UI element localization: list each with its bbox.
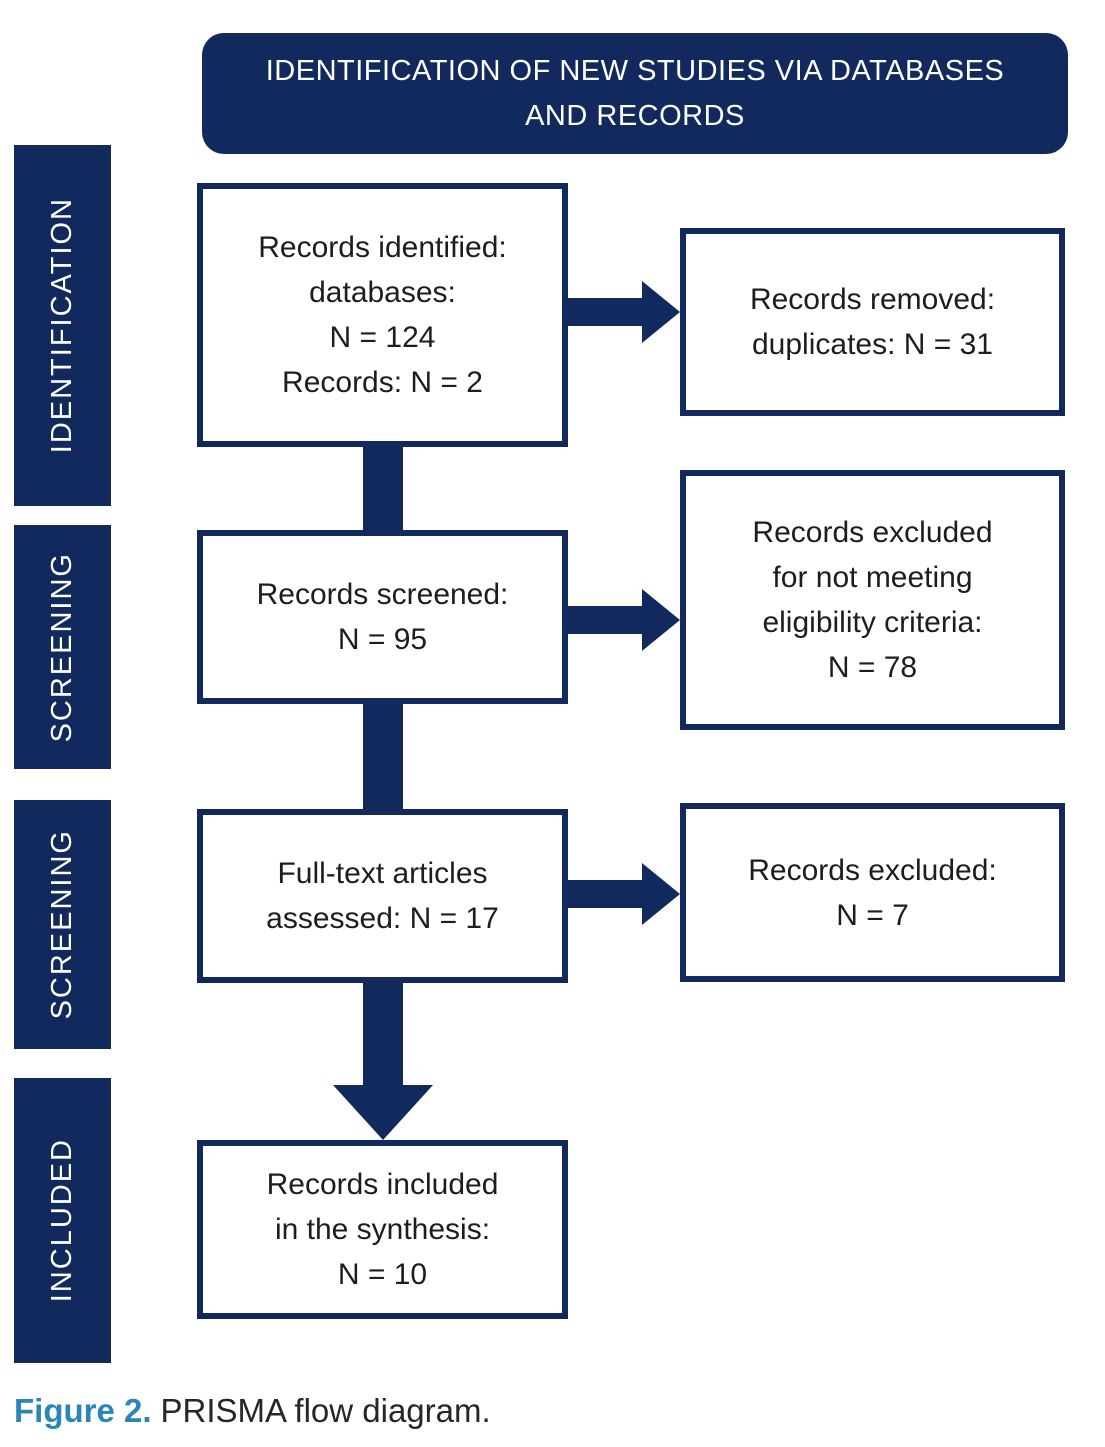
flow-box-line: for not meeting (772, 561, 973, 594)
stage-bar-screening-1: SCREENING (14, 525, 111, 769)
flow-box-line: Records excluded: (748, 853, 997, 887)
flow-box-records-screened: Records screened: N = 95 (197, 530, 568, 704)
arrow-right-icon-3 (642, 863, 680, 925)
arrow-right-icon-2 (642, 589, 680, 651)
connector-right-2 (566, 606, 644, 634)
flow-box-line: Records identified: (258, 231, 507, 264)
flow-box-line: eligibility criteria: (762, 606, 983, 639)
stage-label-screening-2: SCREENING (46, 829, 78, 1020)
diagram-title-banner: IDENTIFICATION OF NEW STUDIES VIA DATABA… (202, 33, 1068, 154)
flow-box-line: Records included (266, 1168, 499, 1201)
flow-box-records-excluded-eligibility: Records excluded for not meeting eligibi… (680, 470, 1065, 730)
flow-box-line: Records: N = 2 (282, 366, 483, 399)
figure-caption: Figure 2.PRISMA flow diagram. (14, 1390, 491, 1431)
flow-box-line: databases: (309, 276, 456, 309)
flow-box-line: N = 95 (337, 623, 428, 656)
connector-right-1 (566, 298, 644, 326)
stage-label-screening-1: SCREENING (46, 551, 78, 743)
flow-box-records-identified: Records identified: databases: N = 124 R… (197, 183, 568, 447)
stage-bar-identification: IDENTIFICATION (14, 145, 111, 506)
arrow-right-icon-1 (642, 281, 680, 343)
arrow-down-icon (333, 1085, 433, 1140)
flow-box-records-removed: Records removed: duplicates: N = 31 (680, 228, 1065, 416)
flow-box-line: in the synthesis: (274, 1213, 491, 1246)
connector-down-3-shaft (363, 979, 403, 1085)
flow-box-line: duplicates: N = 31 (752, 328, 993, 361)
flow-box-line: Full-text articles (277, 857, 488, 890)
flow-box-records-included: Records included in the synthesis: N = 1… (197, 1140, 568, 1319)
figure-caption-text: PRISMA flow diagram. (160, 1392, 491, 1429)
stage-label-identification: IDENTIFICATION (46, 197, 78, 454)
connector-down-2 (363, 700, 403, 812)
diagram-title-line2: AND RECORDS (525, 99, 745, 132)
flow-box-line: Records screened: (256, 578, 509, 611)
diagram-title-line1: IDENTIFICATION OF NEW STUDIES VIA DATABA… (265, 54, 1005, 87)
figure-caption-label: Figure 2. (14, 1392, 152, 1429)
connector-right-3 (566, 880, 644, 908)
stage-label-included: INCLUDED (46, 1138, 78, 1303)
flow-box-line: N = 124 (329, 321, 436, 354)
flow-box-line: Records removed: (749, 283, 996, 316)
flow-box-line: N = 7 (836, 898, 909, 932)
stage-bar-screening-2: SCREENING (14, 800, 111, 1049)
flow-box-line: N = 78 (827, 651, 918, 684)
flow-box-line: N = 10 (337, 1258, 428, 1291)
flow-box-line: assessed: N = 17 (266, 902, 499, 935)
flow-box-full-text-assessed: Full-text articles assessed: N = 17 (197, 809, 568, 983)
flow-box-records-excluded: Records excluded: N = 7 (680, 803, 1065, 982)
flow-box-line: Records excluded (752, 516, 993, 549)
stage-bar-included: INCLUDED (14, 1078, 111, 1363)
connector-down-1 (363, 443, 403, 535)
